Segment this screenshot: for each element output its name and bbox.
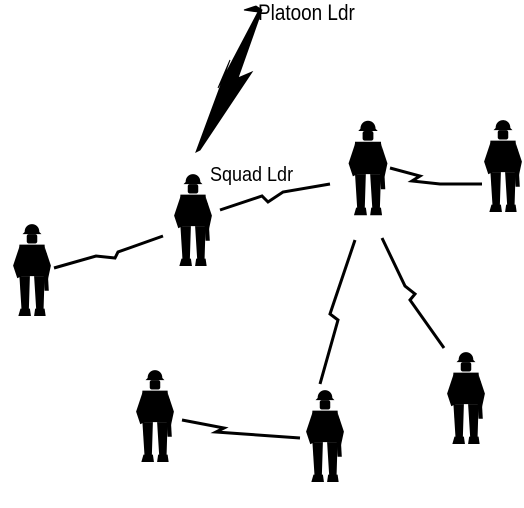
radio-links [53,5,482,440]
link-center-to-left [181,418,301,440]
link-team-to-bottom-right [380,237,446,349]
right-soldier-figure [484,120,522,212]
team-leader-figure [348,120,388,216]
link-squad-to-team [219,182,331,212]
left-soldier-figure [13,224,51,316]
squad-leader-label: Squad Ldr [210,164,294,186]
platoon-leader-label: Platoon Ldr [258,0,355,25]
link-squad-to-left [53,234,164,270]
bottom-center-soldier-figure [306,390,344,482]
link-squad-to-platoon-icon [195,5,263,154]
link-team-to-right [389,166,482,186]
bottom-right-soldier-figure [447,352,485,444]
bottom-left-soldier-figure [136,370,174,462]
squad-leader-figure [174,174,212,266]
link-team-to-bottom-center [318,239,357,385]
